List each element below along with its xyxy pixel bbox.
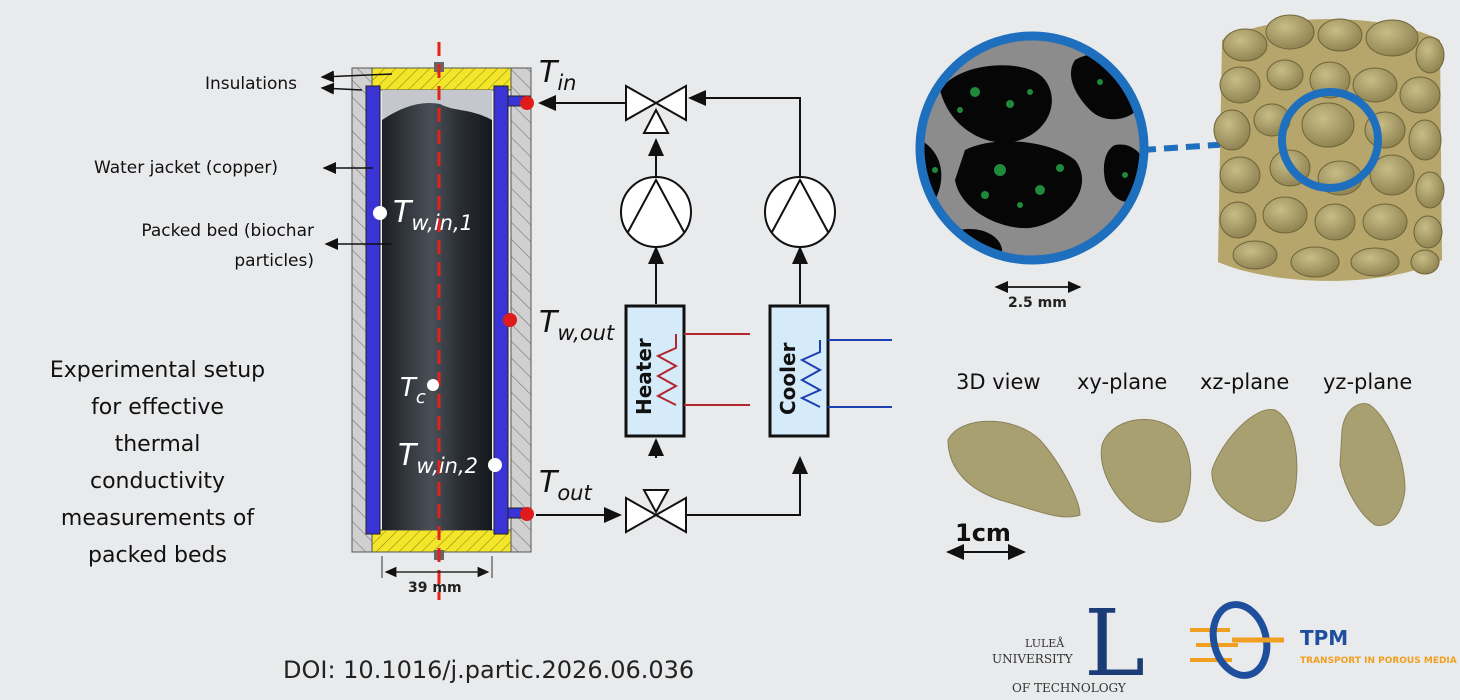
water-jacket-label: Water jacket (copper) [94,158,278,178]
caption-line: conductivity [89,469,226,494]
setup-caption: Experimental setup for effective thermal… [20,352,295,574]
packed-bed-label: Packed bed (biochar [141,221,314,241]
view-label-xz: xz-plane [1200,370,1289,394]
sensor-t-c [427,379,439,391]
cooler: Cooler [768,304,892,438]
sensor-t-w-out [503,313,517,327]
caption-line: for effective [91,395,224,420]
lulea-line2: UNIVERSITY [992,652,1074,666]
zoom-ring [1278,88,1382,192]
water-jacket-left [365,85,381,535]
doi-text: DOI: 10.1016/j.partic.2026.06.036 [283,656,695,684]
t-out-symbol: Tout [539,465,592,505]
sensor-t-in [520,96,534,110]
packed-bed-label-2: particles) [234,251,314,271]
caption-line: Experimental setup [49,358,266,383]
insulations-label: Insulations [205,74,297,94]
lulea-line1: LULEÅ [1025,636,1065,650]
packed-bed [382,90,492,530]
particle-xz-plane [1211,409,1298,522]
particle-yz-plane [1339,403,1406,526]
pump-left [620,176,692,248]
sensor-t-w-in-1 [373,206,387,220]
view-label-yz: yz-plane [1323,370,1412,394]
view-label-3d: 3D view [956,370,1041,394]
heater-label: Heater [632,338,656,415]
tpm-logo: TPM TRANSPORT IN POROUS MEDIA [1190,601,1457,679]
bed-top-gap [382,90,492,120]
flow-circuit [536,84,836,534]
caption-line: measurements of [60,506,255,531]
caption-line: thermal [114,432,201,457]
heater: Heater [624,304,750,438]
particle-scale-label: 1cm [955,519,1011,547]
pump-right [764,176,836,248]
insulation-wall-right [510,67,532,553]
sensor-t-out [520,507,534,521]
view-label-xy: xy-plane [1077,370,1167,394]
lulea-logo: L LULEÅ UNIVERSITY OF TECHNOLOGY [992,590,1145,697]
tpm-full: TRANSPORT IN POROUS MEDIA [1300,656,1457,666]
tpm-name: TPM [1300,626,1348,650]
packed-bed-column: 39 mm [351,42,532,600]
t-c-symbol: Tc [400,373,426,408]
particle-xy-plane [1100,418,1192,523]
bottom-insulation-cap [371,529,512,553]
particle-bed-render [1213,14,1445,281]
t-w-out-symbol: Tw,out [539,305,615,345]
water-jacket-right [493,85,509,535]
lulea-line3: OF TECHNOLOGY [1012,681,1127,695]
sensor-t-w-in-2 [488,458,502,472]
inset-scale-label: 2.5 mm [1008,295,1067,311]
particle-3d-view [947,420,1081,518]
t-w-in-1-symbol: Tw,in,1 [393,195,473,235]
t-w-in-2-symbol: Tw,in,2 [398,438,478,478]
caption-line: packed beds [88,543,227,568]
lulea-letter: L [1084,590,1145,697]
top-valve [625,84,687,122]
column-width-label: 39 mm [408,580,462,596]
cooler-label: Cooler [776,342,800,415]
t-in-symbol: Tin [539,55,576,95]
particle-views: 3D view xy-plane xz-plane yz-plane 1cm [946,370,1412,560]
